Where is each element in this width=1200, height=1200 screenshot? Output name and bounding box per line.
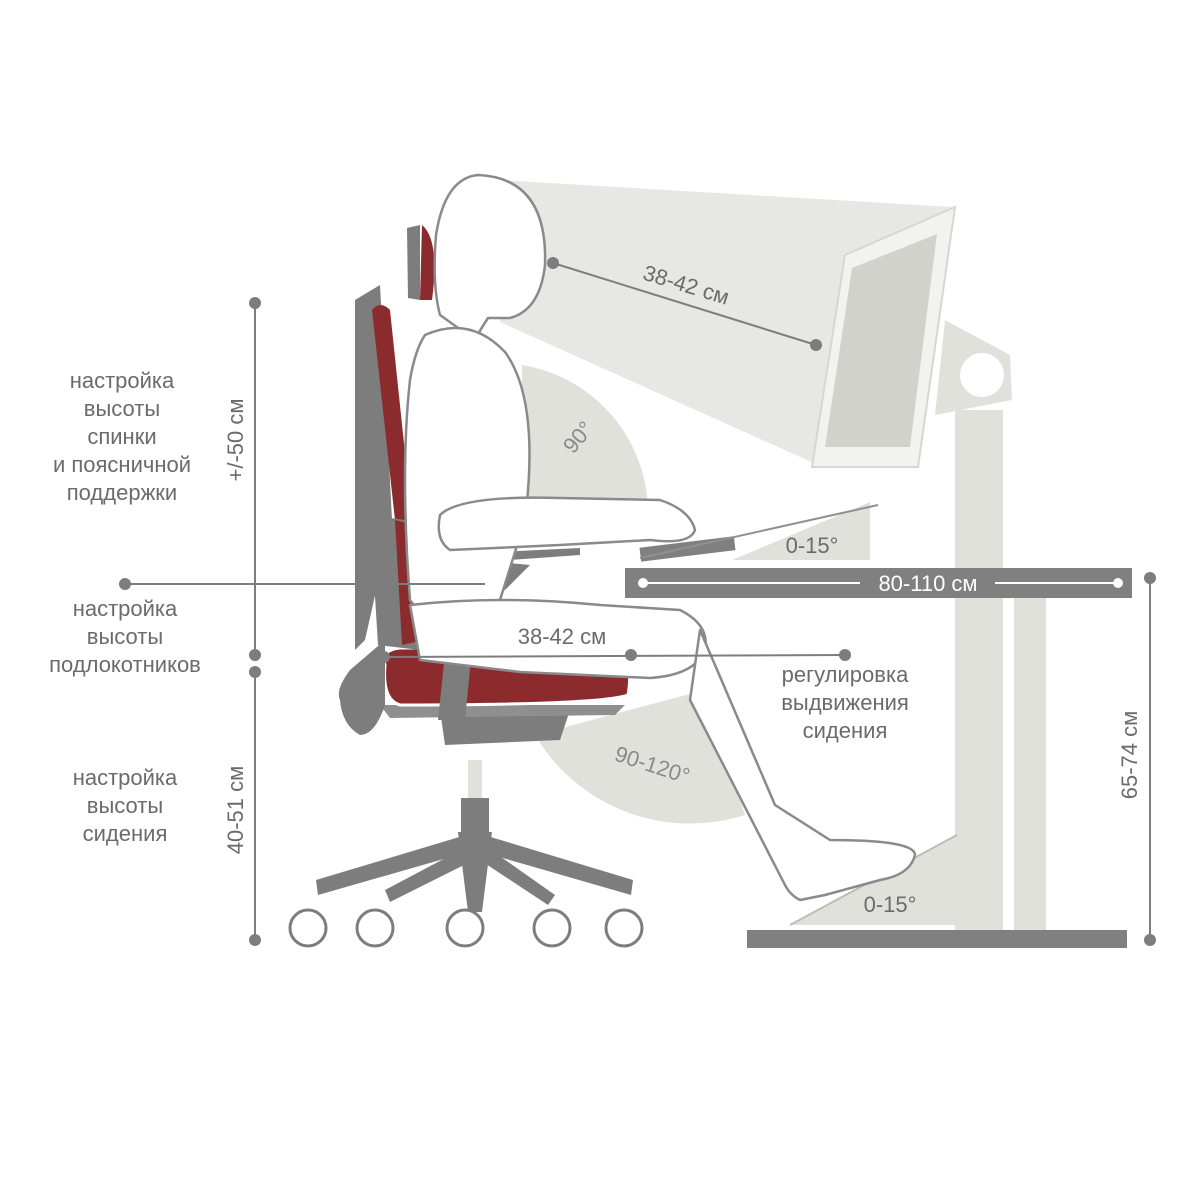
eye-distance-line (547, 257, 822, 351)
chair-base (316, 760, 633, 912)
svg-text:настройка: настройка (70, 368, 175, 393)
svg-text:настройка: настройка (73, 765, 178, 790)
desk-depth-line (638, 578, 1123, 588)
svg-text:высоты: высоты (87, 624, 163, 649)
chair-wheels (288, 908, 644, 948)
svg-text:выдвижения: выдвижения (781, 690, 909, 715)
svg-text:и поясничной: и поясничной (53, 452, 191, 477)
knee-angle-sector (535, 690, 745, 824)
svg-text:подлокотников: подлокотников (49, 652, 201, 677)
monitor-arm (935, 320, 1046, 930)
desk-height-label: 65-74 см (1117, 711, 1142, 800)
keyboard-angle-sector (732, 502, 870, 560)
floor-bar (747, 930, 1127, 948)
chair-headrest (407, 225, 435, 300)
seat-depth-label: 38-42 см (518, 624, 607, 649)
svg-text:сидения: сидения (803, 718, 888, 743)
elbow-angle-sector (522, 365, 648, 510)
svg-text:спинки: спинки (87, 424, 156, 449)
desk-depth-label: 80-110 см (878, 571, 977, 596)
desk-height-line (1144, 572, 1156, 946)
svg-text:высоты: высоты (84, 396, 160, 421)
footrest-angle-label: 0-15° (864, 892, 917, 917)
keyboard-angle-label: 0-15° (786, 533, 839, 558)
backrest-range-label: +/-50 см (223, 399, 248, 482)
left-dimension-lines (119, 297, 485, 946)
svg-text:регулировка: регулировка (782, 662, 909, 687)
seat-height-adjust-label: настройка высоты сидения (73, 765, 178, 846)
svg-text:высоты: высоты (87, 793, 163, 818)
seat-height-range-label: 40-51 см (223, 766, 248, 855)
seat-depth-line (378, 649, 851, 663)
armrest-adjust-label: настройка высоты подлокотников (49, 596, 201, 677)
monitor (810, 205, 957, 468)
backrest-adjust-label: настройка высоты спинки и поясничной под… (53, 368, 191, 505)
chair-back (355, 285, 425, 650)
svg-text:сидения: сидения (83, 821, 168, 846)
svg-text:настройка: настройка (73, 596, 178, 621)
seat-slide-label: регулировка выдвижения сидения (781, 662, 909, 743)
svg-text:поддержки: поддержки (67, 480, 177, 505)
human-figure (403, 173, 917, 902)
